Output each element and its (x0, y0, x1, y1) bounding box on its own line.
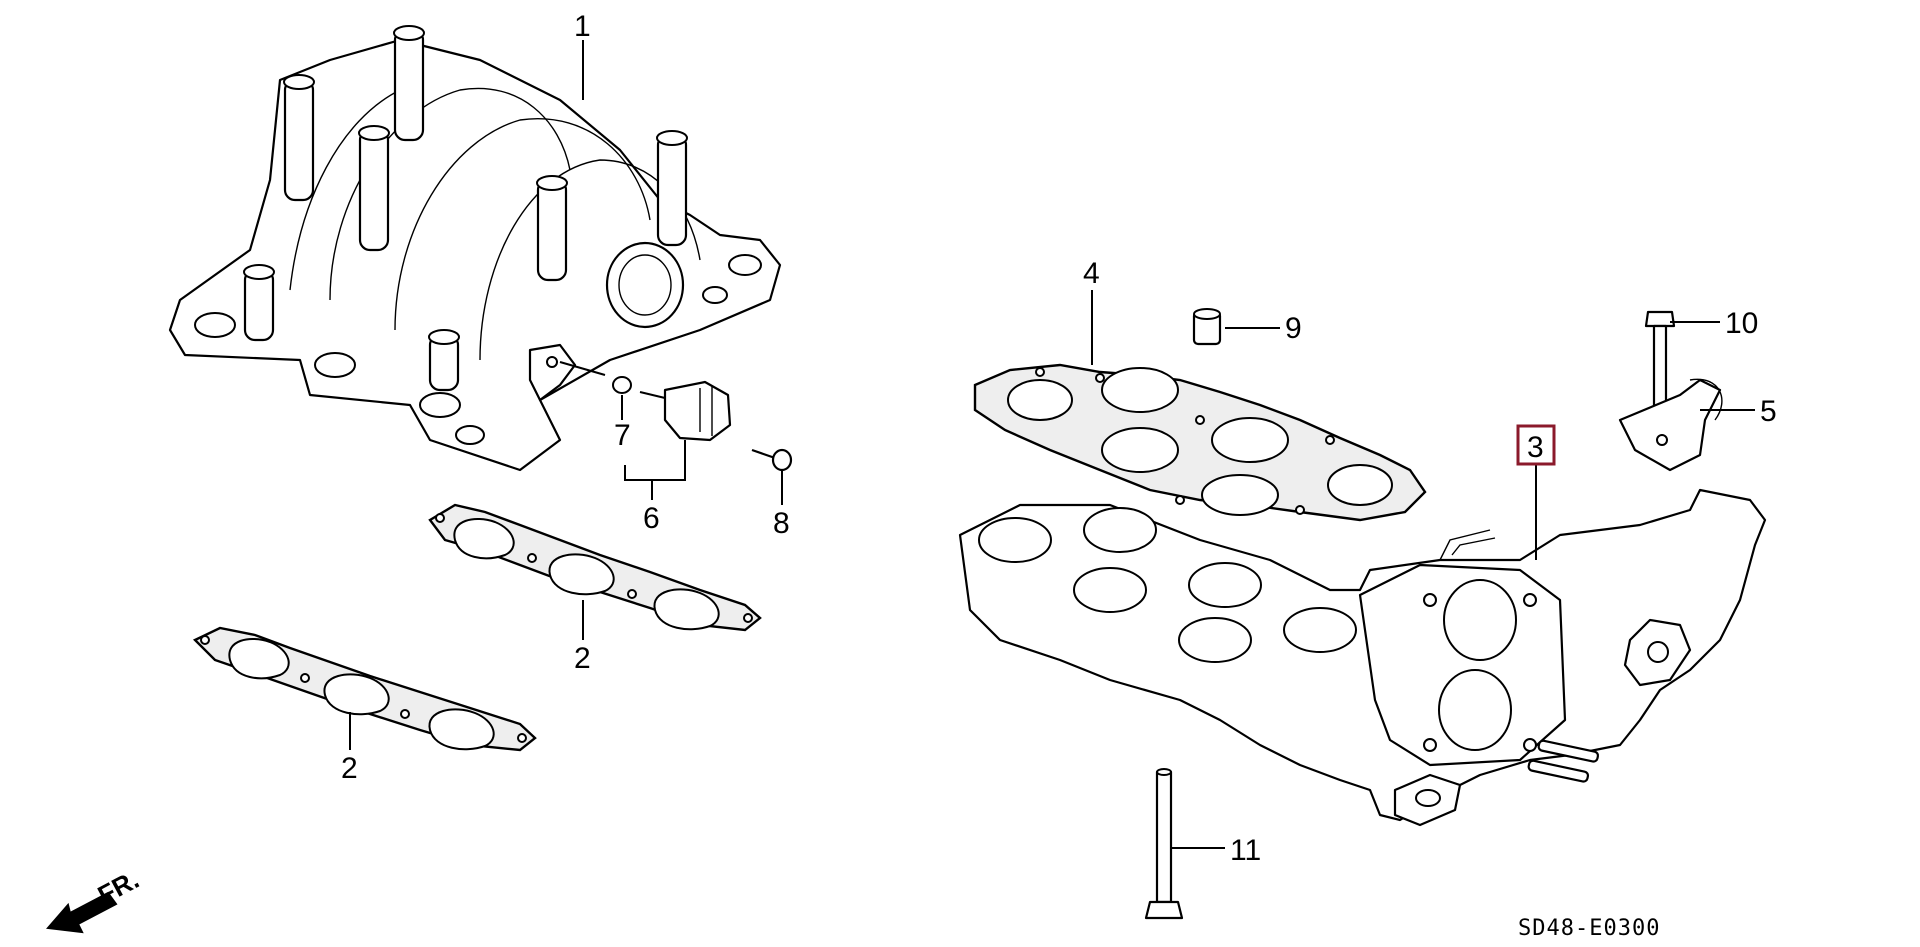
callout-3-highlight-box (1516, 424, 1556, 466)
callout-4[interactable]: 4 (1083, 257, 1100, 290)
diagram-code: SD48-E0300 (1518, 916, 1660, 941)
callout-8[interactable]: 8 (773, 507, 790, 540)
long-bolt[interactable] (1144, 768, 1184, 920)
bracket[interactable] (1618, 378, 1723, 472)
callout-5[interactable]: 5 (1760, 395, 1777, 428)
sensor-assembly[interactable] (559, 361, 793, 472)
intake-gasket-lower[interactable] (192, 626, 537, 752)
callout-6[interactable]: 6 (643, 502, 660, 535)
callout-10[interactable]: 10 (1725, 307, 1758, 340)
front-arrow-icon (46, 891, 118, 934)
callout-9[interactable]: 9 (1285, 312, 1302, 345)
dowel-pin[interactable] (1192, 308, 1222, 346)
callout-2-upper[interactable]: 2 (574, 642, 591, 675)
callout-labels: 1 2 2 4 5 6 7 8 9 10 11 3 (341, 10, 1777, 867)
callout-2-lower[interactable]: 2 (341, 752, 358, 785)
front-direction-indicator: FR. (46, 864, 144, 934)
lower-intake-manifold[interactable] (958, 488, 1767, 827)
intake-gasket-upper[interactable] (428, 503, 762, 632)
callout-7[interactable]: 7 (614, 419, 631, 452)
leader-lines (349, 40, 1755, 849)
callout-1[interactable]: 1 (574, 10, 591, 43)
manifold-gasket[interactable] (973, 363, 1427, 522)
callout-11[interactable]: 11 (1230, 834, 1261, 867)
upper-intake-manifold[interactable] (168, 25, 782, 472)
callout-3[interactable]: 3 (1527, 431, 1544, 464)
